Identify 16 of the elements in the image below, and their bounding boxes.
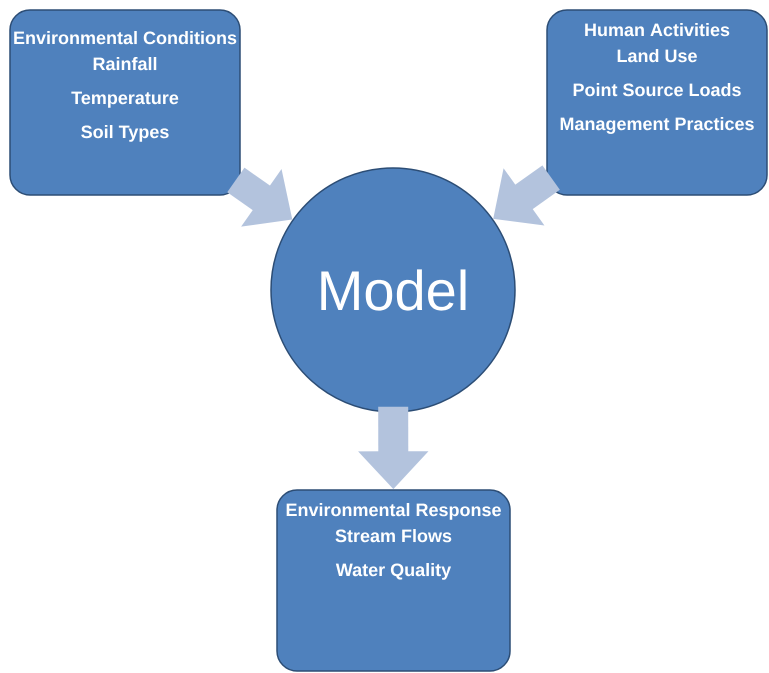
info-box: [9, 9, 241, 196]
info-box: [276, 489, 511, 672]
list-item: Point Source Loads: [574, 83, 741, 96]
list-item: Soil Types: [81, 125, 169, 142]
list-item: Land Use: [618, 49, 697, 62]
info-box: [546, 9, 768, 196]
list-item: Management Practices: [560, 117, 754, 134]
model-label: Model: [321, 269, 466, 311]
box-heading: Human Activities: [585, 23, 730, 36]
list-item: Water Quality: [336, 563, 452, 580]
model-circle: [270, 167, 516, 413]
box-heading: Environmental Response: [286, 503, 501, 520]
list-item: Rainfall: [94, 57, 156, 70]
list-item: Temperature: [71, 92, 178, 108]
box-heading: Environmental Conditions: [14, 31, 236, 44]
list-item: Stream Flows: [336, 529, 452, 542]
